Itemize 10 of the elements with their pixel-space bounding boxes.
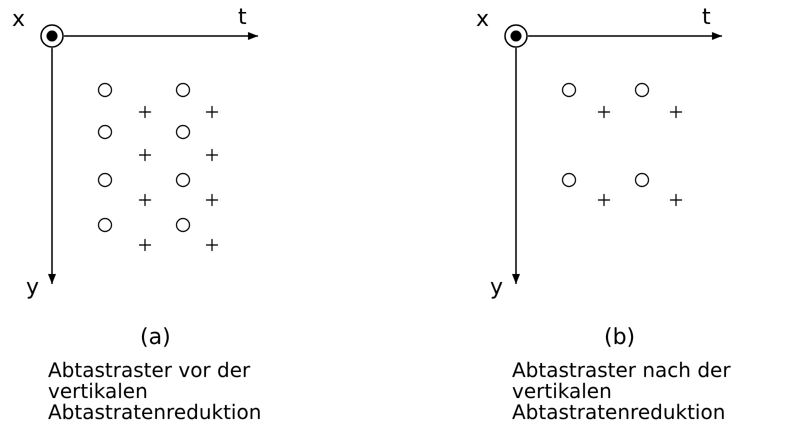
panel-label: (a) — [140, 326, 171, 350]
panel-label: (b) — [604, 326, 636, 350]
axis-label: x — [12, 8, 26, 32]
axis-label: t — [702, 6, 711, 30]
axis-label: t — [238, 6, 247, 30]
figure-caption: Abtastraster vor der vertikalen Abtastratenreduktion — [48, 360, 262, 423]
axis-label: x — [476, 8, 490, 32]
axis-label: y — [26, 276, 40, 300]
axis-label: y — [490, 276, 504, 300]
figure-caption: Abtastraster nach der vertikalen Abtastratenreduktion — [512, 360, 732, 423]
